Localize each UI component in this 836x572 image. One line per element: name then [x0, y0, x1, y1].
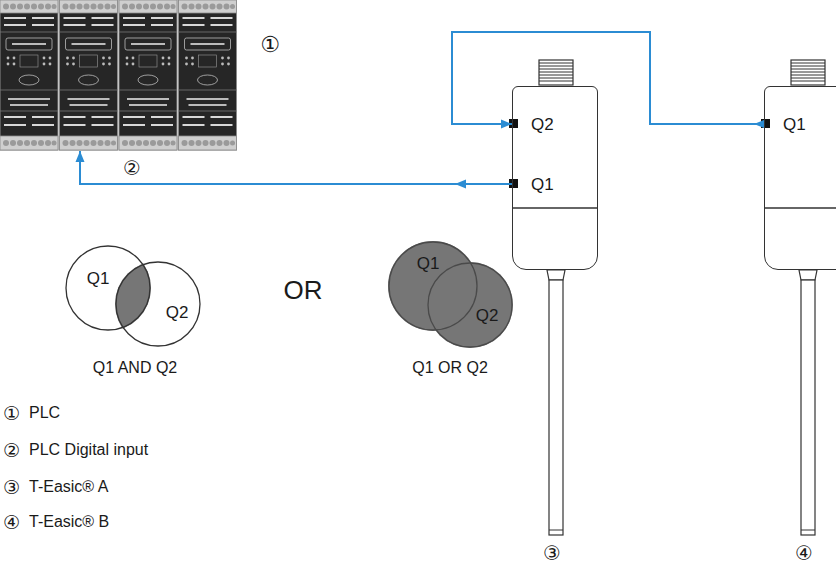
- venn-circle: Q2: [427, 262, 513, 348]
- signal-name: Q2: [531, 116, 554, 133]
- logic-caption: Q1 OR Q2: [412, 360, 488, 376]
- callout-number: ④: [3, 513, 20, 532]
- part-name: PLC: [29, 405, 60, 421]
- signal-name: Q1: [783, 116, 806, 133]
- venn-fill: [115, 241, 513, 348]
- plc-illustration: [0, 0, 237, 150]
- venn-circle: Q2: [115, 261, 201, 347]
- arrow-head: [76, 151, 85, 162]
- signal-name: Q1: [87, 270, 110, 287]
- circle-outline: [116, 262, 200, 346]
- signal-wire: [80, 151, 512, 184]
- signal-name: Q1: [531, 176, 554, 193]
- plc-unit: ①: [0, 0, 238, 150]
- logic-caption: Q1 AND Q2: [93, 360, 177, 376]
- signal-wire: [452, 32, 764, 124]
- circle-outline: [66, 246, 150, 330]
- circle-outline: [427, 262, 513, 348]
- callout-number: ③: [543, 543, 561, 563]
- arrow-head: [501, 120, 512, 129]
- callout-number: ④: [795, 543, 813, 563]
- sensor-body: Q1: [764, 86, 836, 270]
- signal-name: Q2: [476, 307, 499, 324]
- sensor-b-illustration: [761, 60, 836, 535]
- sensor-body: Q2Q1: [512, 86, 598, 270]
- part-name: T-Easic® A: [29, 479, 108, 495]
- callout-number: ③: [3, 478, 20, 497]
- logic-word: OR: [284, 277, 323, 303]
- venn-circle: Q1: [65, 245, 151, 331]
- part-name: PLC Digital input: [29, 442, 148, 458]
- flow-arrow: [455, 180, 466, 189]
- circle-outline: [65, 245, 151, 331]
- callout-number: ②: [3, 441, 20, 460]
- sensor-a-illustration: [509, 60, 598, 535]
- circle-outline: [428, 263, 512, 347]
- callout-number: ①: [3, 404, 20, 423]
- callout-number: ②: [123, 158, 141, 178]
- callout-number: ①: [260, 34, 280, 56]
- signal-name: Q2: [166, 304, 189, 321]
- part-name: T-Easic® B: [29, 514, 109, 530]
- signal-name: Q1: [417, 255, 440, 272]
